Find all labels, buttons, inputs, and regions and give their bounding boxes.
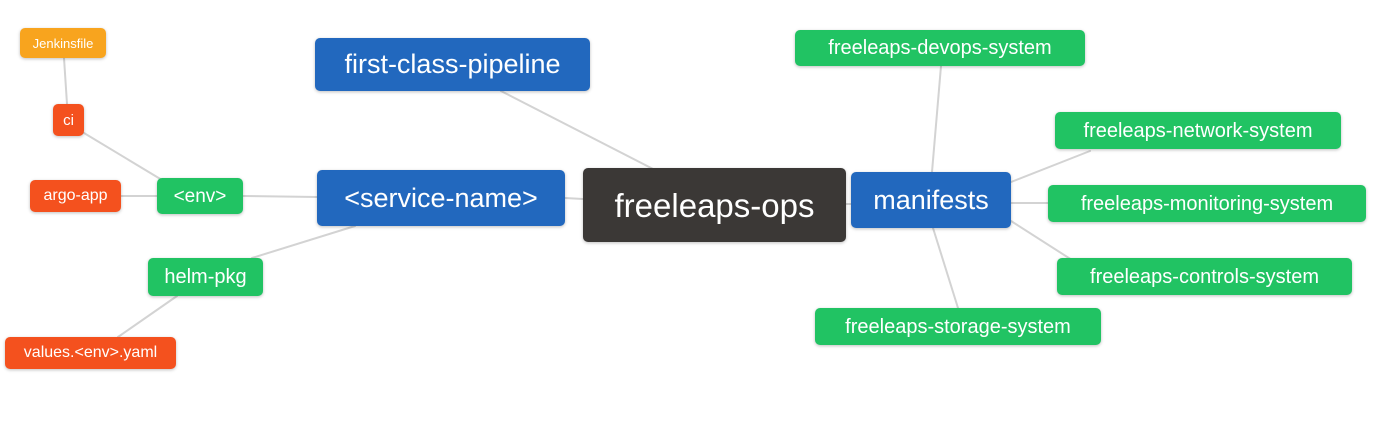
edge-service-name-to-helm-pkg [251, 225, 356, 259]
edge-manifests-to-freeleaps-storage-system [932, 227, 959, 309]
node-helm-pkg[interactable]: helm-pkg [148, 258, 263, 296]
node-label: argo-app [43, 187, 108, 204]
edge-helm-pkg-to-values-env-yaml [117, 295, 178, 338]
edge-jenkinsfile-to-ci [63, 57, 68, 105]
node-label: freeleaps-devops-system [828, 37, 1052, 59]
node-freeleaps-monitoring-system[interactable]: freeleaps-monitoring-system [1048, 185, 1366, 222]
node-freeleaps-devops-system[interactable]: freeleaps-devops-system [795, 30, 1085, 66]
node-label: first-class-pipeline [344, 49, 561, 79]
edge-manifests-to-freeleaps-network-system [1010, 150, 1091, 183]
node-env[interactable]: <env> [157, 178, 243, 214]
node-values-env-yaml[interactable]: values.<env>.yaml [5, 337, 176, 369]
node-freeleaps-storage-system[interactable]: freeleaps-storage-system [815, 308, 1101, 345]
edge-first-class-pipeline-to-freeleaps-ops [500, 90, 656, 171]
node-service-name[interactable]: <service-name> [317, 170, 565, 226]
node-first-class-pipeline[interactable]: first-class-pipeline [315, 38, 590, 91]
node-freeleaps-controls-system[interactable]: freeleaps-controls-system [1057, 258, 1352, 295]
node-manifests[interactable]: manifests [851, 172, 1011, 228]
node-label: freeleaps-storage-system [845, 315, 1071, 338]
node-label: helm-pkg [164, 266, 247, 288]
node-label: <service-name> [344, 182, 538, 213]
node-label: freeleaps-monitoring-system [1080, 192, 1334, 215]
node-label: freeleaps-controls-system [1090, 265, 1319, 288]
edge-service-name-to-freeleaps-ops [564, 197, 584, 200]
node-label: Jenkinsfile [32, 35, 94, 51]
edge-manifests-to-freeleaps-controls-system [1010, 220, 1073, 261]
edge-env-to-service-name [242, 195, 318, 198]
edge-manifests-to-freeleaps-devops-system [931, 65, 942, 173]
node-freeleaps-network-system[interactable]: freeleaps-network-system [1055, 112, 1341, 149]
node-argo-app[interactable]: argo-app [30, 180, 121, 212]
node-label: freeleaps-network-system [1083, 119, 1313, 142]
node-label: values.<env>.yaml [23, 344, 158, 361]
node-label: manifests [873, 184, 989, 215]
edge-ci-to-env [83, 132, 163, 181]
node-freeleaps-ops[interactable]: freeleaps-ops [583, 168, 846, 242]
node-label: ci [63, 111, 74, 129]
node-jenkinsfile[interactable]: Jenkinsfile [20, 28, 106, 58]
node-ci[interactable]: ci [53, 104, 84, 136]
node-label: <env> [173, 185, 227, 207]
node-label: freeleaps-ops [614, 186, 815, 224]
